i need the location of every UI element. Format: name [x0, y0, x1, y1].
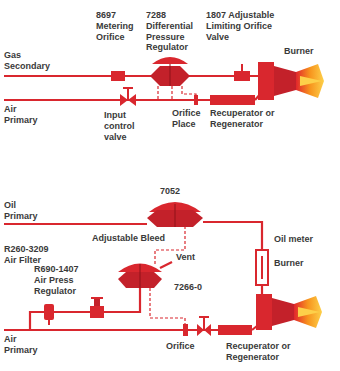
recuperator: [210, 95, 255, 105]
part-label: Burner: [284, 46, 334, 57]
part-label: Gas Secondary: [4, 50, 54, 72]
part-label: Air Primary: [4, 104, 44, 126]
part-label: 8697 Metering Orifice: [96, 10, 142, 42]
part-label: Burner: [274, 258, 324, 269]
oil-pipe: [4, 223, 147, 225]
impulse-line: [157, 86, 158, 100]
part-label: Orifice Place: [172, 108, 208, 130]
part-label: Recuperator or Regenerator: [210, 108, 282, 130]
regulator-dome: [152, 57, 188, 64]
valve-stem: [127, 88, 129, 100]
orifice-plate: [194, 95, 198, 105]
oil-pipe: [261, 285, 263, 295]
part-label: 7288 Differential Pressure Regulator: [146, 10, 202, 53]
part-label: Orifice: [166, 341, 206, 352]
air-pipe: [4, 99, 210, 101]
air-press-regulator: [90, 298, 104, 318]
gas-pipe: [4, 75, 258, 77]
part-label: Recuperator or Regenerator: [226, 341, 306, 363]
valve-handle: [199, 316, 209, 318]
part-label: Oil Primary: [4, 200, 44, 222]
burner: [258, 62, 324, 100]
regulator-seam: [140, 264, 141, 288]
impulse-line: [150, 288, 185, 324]
air-filter: [44, 304, 54, 325]
oil-pipe: [203, 222, 262, 250]
part-label: 1807 Adjustable Limiting Orifice Valve: [206, 10, 278, 42]
recuperator: [218, 325, 252, 335]
part-label: 7266-0: [174, 282, 218, 293]
impulse-line: [182, 86, 196, 100]
valve-stem: [203, 317, 205, 330]
part-label: Air Primary: [4, 334, 44, 356]
valve-stem: [241, 64, 243, 71]
part-label: R260-3209 Air Filter: [4, 244, 60, 266]
part-label: Adjustable Bleed: [92, 233, 176, 244]
orifice-plate: [183, 324, 188, 336]
part-label: R690-1407 Air Press Regulator: [34, 264, 92, 296]
valve-handle: [123, 87, 133, 89]
oil-meter: [256, 250, 268, 285]
regulator-seam: [170, 64, 171, 86]
vent-pipe: [160, 262, 172, 268]
limiting-orifice-valve: [234, 71, 250, 81]
part-label: Oil meter: [274, 234, 334, 245]
part-label: 7052: [160, 186, 200, 197]
regulator-seam: [175, 204, 176, 227]
burner: [256, 294, 322, 330]
part-label: Input control valve: [104, 110, 156, 142]
impulse-line: [171, 86, 172, 100]
part-label: Vent: [176, 252, 206, 263]
oil-meter-float: [261, 256, 263, 279]
metering-orifice: [111, 71, 125, 81]
